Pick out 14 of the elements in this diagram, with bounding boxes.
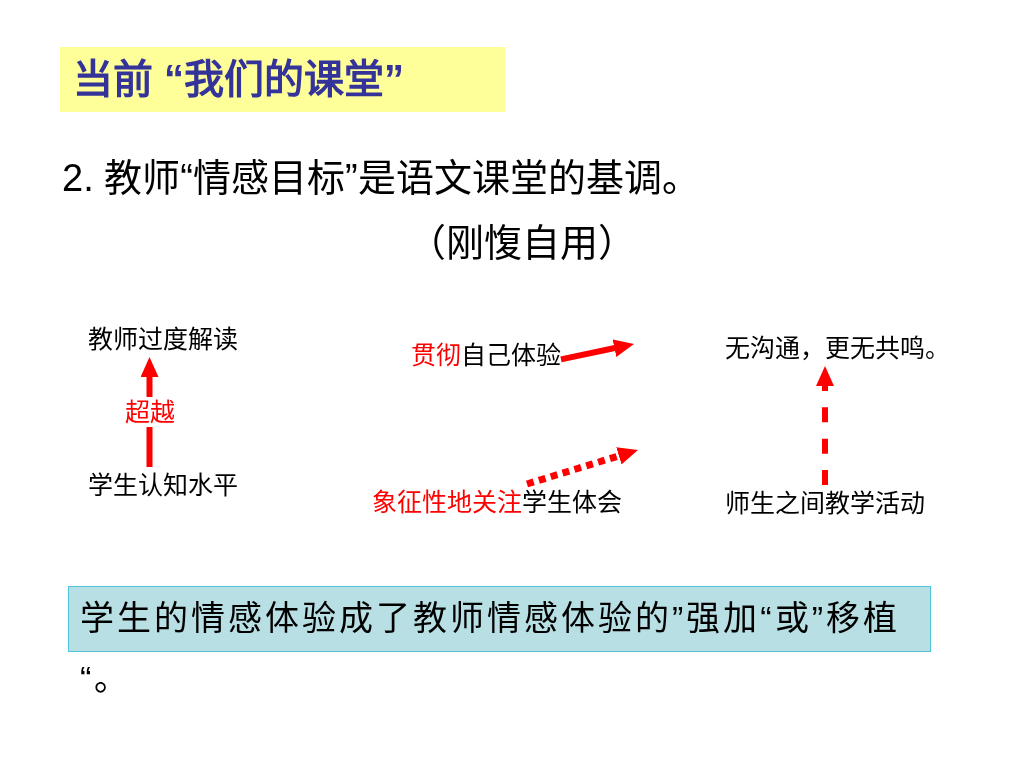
node-label: 象征性地关注学生体会: [372, 484, 622, 520]
node-label: 师生之间教学活动: [725, 485, 925, 521]
slide-title: 当前 “我们的课堂”: [60, 47, 505, 112]
heading-text: 2. 教师“情感目标”是语文课堂的基调。: [62, 156, 700, 201]
node-label: 无沟通，更无共鸣。: [725, 330, 950, 366]
heading-text: （刚愎自用）: [408, 221, 636, 266]
callout-text: 学生的情感体验成了教师情感体验的”强加“或”移植“。: [80, 598, 901, 699]
node-label: 学生认知水平: [88, 467, 238, 503]
dashed-arrow: [816, 366, 834, 485]
dashed-arrow: [525, 447, 638, 488]
node-label: 贯彻自己体验: [411, 337, 561, 373]
edge-label: 超越: [122, 397, 177, 427]
node-label: 教师过度解读: [88, 321, 238, 357]
arrow: [560, 339, 634, 363]
